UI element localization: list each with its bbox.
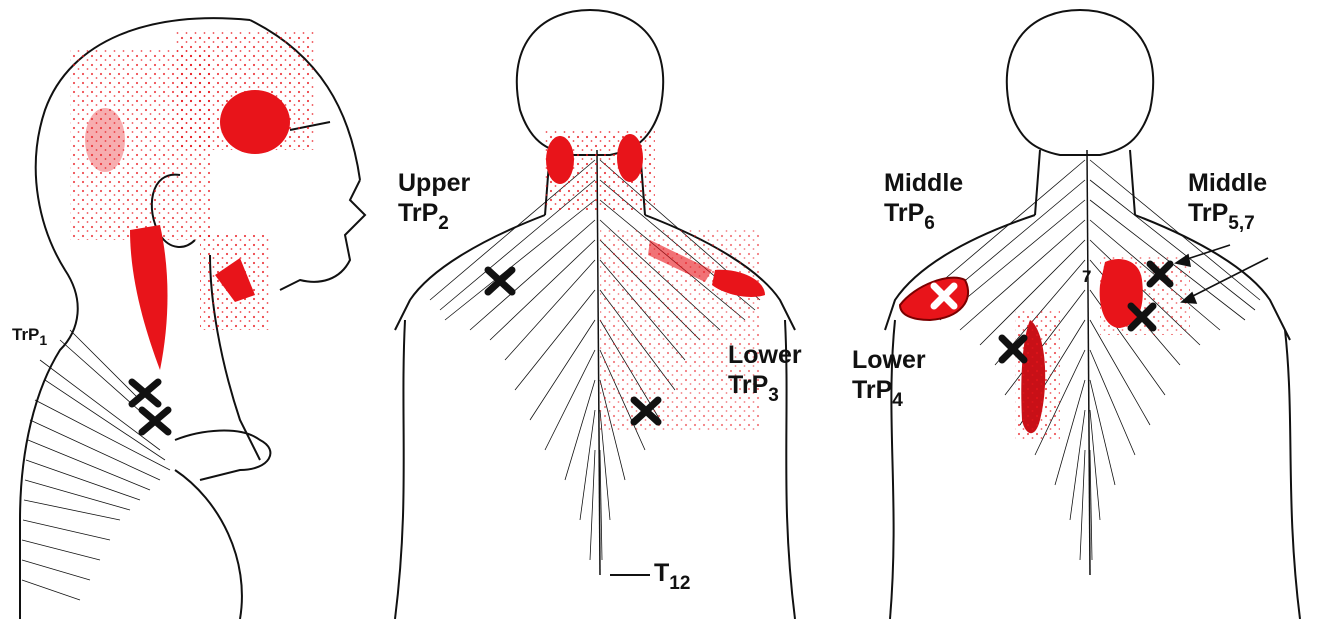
trigger-point-x-trp1 xyxy=(132,382,168,432)
neck-outline xyxy=(1035,150,1135,215)
right-occipital-referral xyxy=(617,134,643,182)
label-trp1: TrP1 xyxy=(12,320,47,350)
temple-referral xyxy=(220,90,290,154)
right-referral-zones xyxy=(900,255,1190,440)
neck-referral xyxy=(130,225,168,370)
label-middle-trp6: Middle TrP6 xyxy=(884,168,963,228)
label-seven: 7 xyxy=(1082,262,1091,292)
label-lower-trp3: Lower TrP3 xyxy=(728,340,802,400)
head-outline xyxy=(1007,10,1153,155)
label-middle-trp5-7: Middle TrP5,7 xyxy=(1188,168,1267,228)
shoulder-outline xyxy=(175,470,242,619)
label-lower-trp4: Lower TrP4 xyxy=(852,345,926,405)
side-neck-muscle-fibers xyxy=(22,330,170,600)
torso-outline xyxy=(890,320,1300,619)
shoulder-collar xyxy=(175,431,270,480)
label-t12: T12 xyxy=(654,558,690,588)
label-upper-trp2: Upper TrP2 xyxy=(398,168,470,228)
side-referral-zones xyxy=(70,30,315,370)
left-occipital-referral xyxy=(546,136,574,184)
